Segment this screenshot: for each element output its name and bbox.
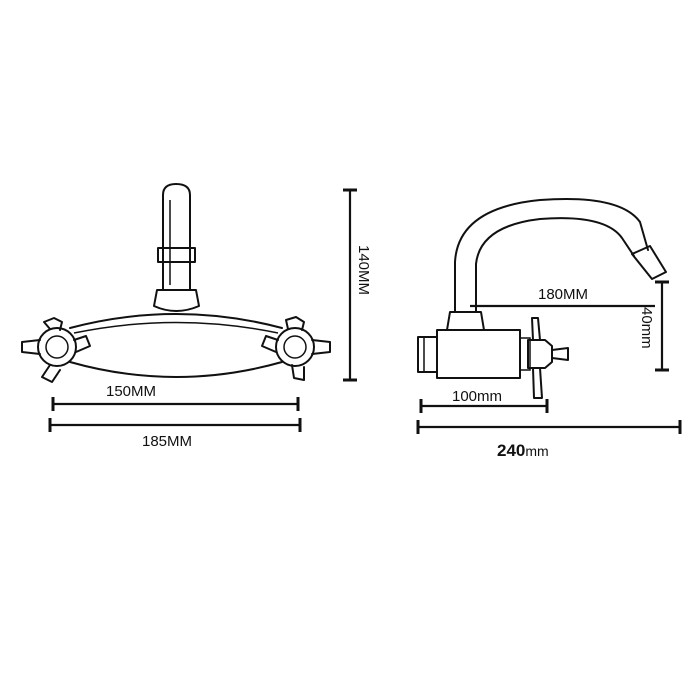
dimension-label-100mm: 100mm <box>452 388 502 405</box>
dimension-label-40mm: 40mm <box>638 307 655 349</box>
dimension-label-140mm: 140MM <box>355 245 372 295</box>
total-length-number: 240 <box>497 441 525 460</box>
left-cross-handle <box>21 317 91 383</box>
side-cross-handle <box>527 317 569 399</box>
dimension-label-150mm: 150MM <box>106 383 156 400</box>
side-view-faucet <box>417 197 667 399</box>
right-cross-handle <box>261 316 331 381</box>
total-length-unit: mm <box>525 443 548 459</box>
dimension-label-185mm: 185MM <box>142 433 192 450</box>
front-view-faucet <box>21 183 331 383</box>
dimension-label-180mm: 180MM <box>538 286 588 303</box>
dimension-label-240mm: 240mm <box>497 441 549 460</box>
